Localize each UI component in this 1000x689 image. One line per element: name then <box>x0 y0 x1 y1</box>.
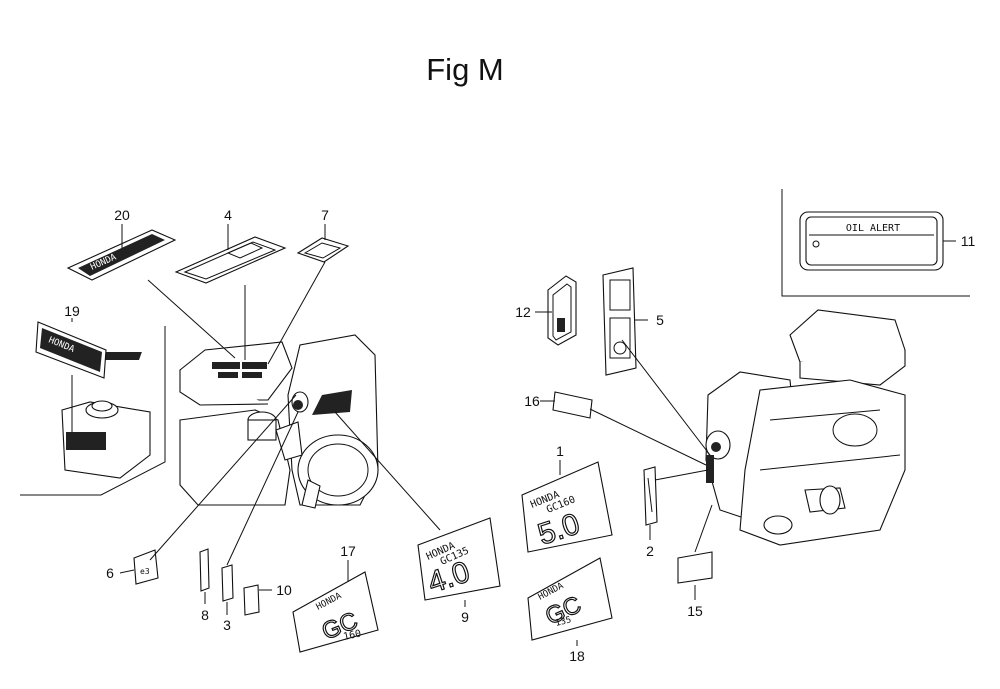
callout-17: 17 <box>340 543 356 559</box>
part-2-decal[interactable] <box>643 466 658 526</box>
fuel-tank-drawing <box>61 400 151 479</box>
part-17-size: 160 <box>342 628 362 643</box>
part-15-decal[interactable] <box>677 551 713 584</box>
callout-18: 18 <box>569 648 585 664</box>
callout-1: 1 <box>556 443 564 459</box>
part-4-decal[interactable] <box>174 236 287 284</box>
part-8-decal[interactable] <box>199 548 210 592</box>
callout-4: 4 <box>224 207 232 223</box>
callout-15: 15 <box>687 603 703 619</box>
part-17-decal[interactable]: HONDA GC 160 <box>292 571 379 653</box>
svg-text:e3: e3 <box>140 567 150 576</box>
right-engine-drawing <box>705 309 906 546</box>
callout-12: 12 <box>515 304 531 320</box>
part-1-decal[interactable]: HONDA GC160 5.0 <box>521 461 613 553</box>
left-engine-drawing <box>20 326 379 509</box>
oil-alert-text: OIL ALERT <box>846 223 900 234</box>
part-7-decal[interactable] <box>296 237 350 263</box>
callout-6: 6 <box>106 565 114 581</box>
callout-16: 16 <box>524 393 540 409</box>
callout-8: 8 <box>201 607 209 623</box>
callout-5: 5 <box>656 312 664 328</box>
part-18-decal[interactable]: HONDA GC 135 <box>527 557 613 641</box>
leader-lines <box>71 224 713 646</box>
figure-title: Fig M <box>426 52 504 87</box>
part-3-decal[interactable] <box>221 564 234 602</box>
part-16-decal[interactable] <box>552 391 593 419</box>
callout-10: 10 <box>276 582 292 598</box>
callout-numbers: 20 4 7 19 12 5 11 16 1 2 6 8 3 10 17 9 1… <box>64 207 975 664</box>
callout-7: 7 <box>321 207 329 223</box>
part-9-decal[interactable]: HONDA GC135 4.0 <box>417 517 501 601</box>
callout-2: 2 <box>646 543 654 559</box>
callout-11: 11 <box>961 233 976 249</box>
callout-9: 9 <box>461 609 469 625</box>
part-18-size: 135 <box>554 615 572 629</box>
part-11-oil-alert-label[interactable]: OIL ALERT <box>799 211 944 271</box>
callout-19: 19 <box>64 303 80 319</box>
part-20-honda-decal[interactable]: HONDA <box>66 229 177 281</box>
part-10-decal[interactable] <box>243 584 260 616</box>
part-19-decal[interactable]: HONDA <box>35 321 107 379</box>
oil-alert-inset: OIL ALERT <box>781 189 970 297</box>
part-6-decal[interactable]: e3 <box>133 549 159 585</box>
callout-3: 3 <box>223 617 231 633</box>
part-5-decal[interactable] <box>602 267 637 376</box>
callout-20: 20 <box>114 207 130 223</box>
part-12-decal[interactable] <box>547 275 577 346</box>
